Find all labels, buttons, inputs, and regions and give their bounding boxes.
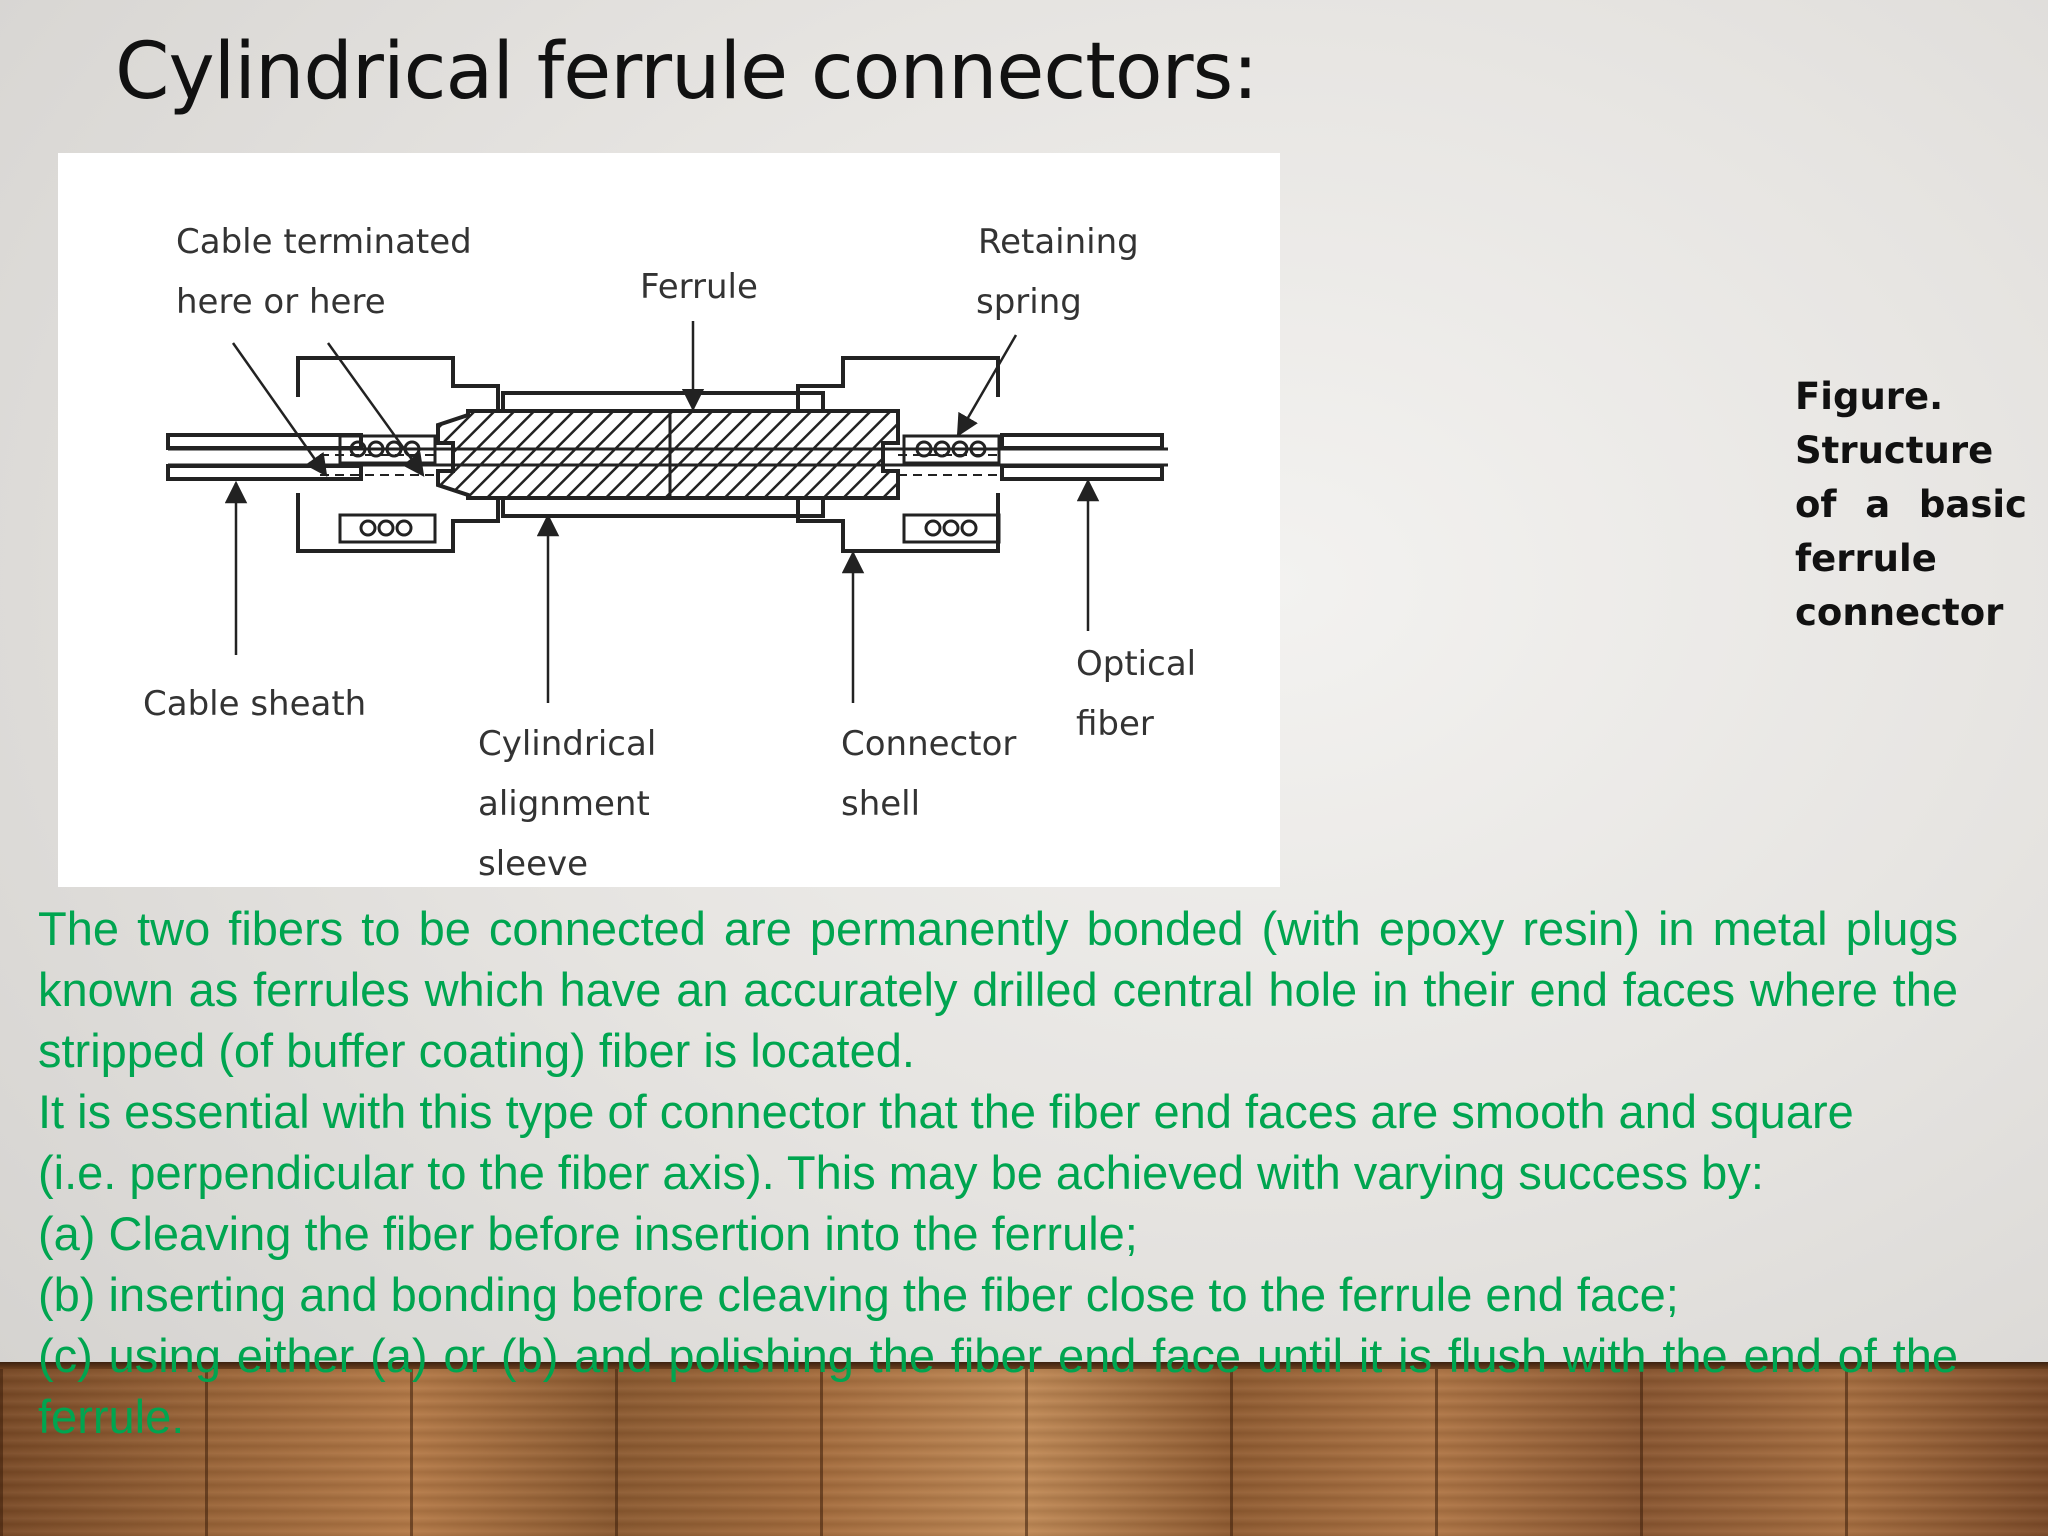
callout-arrows: [224, 321, 1100, 703]
ferrule-body: [436, 409, 900, 500]
label-shell: shell: [841, 784, 920, 824]
label-cable-sheath: Cable sheath: [143, 684, 366, 724]
label-alignment: alignment: [478, 784, 650, 824]
cable-right: [1000, 433, 1164, 481]
label-ferrule: Ferrule: [640, 267, 758, 307]
label-spring: spring: [976, 282, 1082, 322]
list-item-c: (c) using either (a) or (b) and polishin…: [38, 1329, 1958, 1443]
connector-diagram: Cable terminated here or here Ferrule Re…: [58, 153, 1280, 887]
paragraph-ferrule-bonding: The two fibers to be connected are perma…: [38, 902, 1958, 1077]
label-sleeve: sleeve: [478, 844, 588, 884]
floor-edge: [0, 1362, 2048, 1369]
list-item-a: (a) Cleaving the fiber before insertion …: [38, 1207, 1138, 1260]
list-item-b: (b) inserting and bonding before cleavin…: [38, 1268, 1679, 1321]
label-cable-terminated: Cable terminated: [176, 222, 472, 262]
paragraph-perpendicular: (i.e. perpendicular to the fiber axis). …: [38, 1146, 1764, 1199]
connector-shell-left: [296, 356, 500, 553]
paragraph-end-faces: It is essential with this type of connec…: [38, 1085, 1854, 1138]
label-here-or-here: here or here: [176, 282, 386, 322]
retaining-springs: [338, 434, 1001, 544]
wood-floor-background: [0, 1362, 2048, 1536]
cable-left: [166, 433, 363, 481]
label-connector: Connector: [841, 724, 1016, 764]
label-cylindrical: Cylindrical: [478, 724, 656, 764]
slide-title: Cylindrical ferrule connectors:: [115, 27, 1259, 117]
label-optical: Optical: [1076, 644, 1196, 684]
body-text: The two fibers to be connected are perma…: [38, 898, 1958, 1447]
label-fiber: fiber: [1076, 704, 1154, 744]
figure-caption: Figure. Structure of a basic ferrule con…: [1795, 375, 2027, 634]
label-retaining: Retaining: [978, 222, 1139, 262]
